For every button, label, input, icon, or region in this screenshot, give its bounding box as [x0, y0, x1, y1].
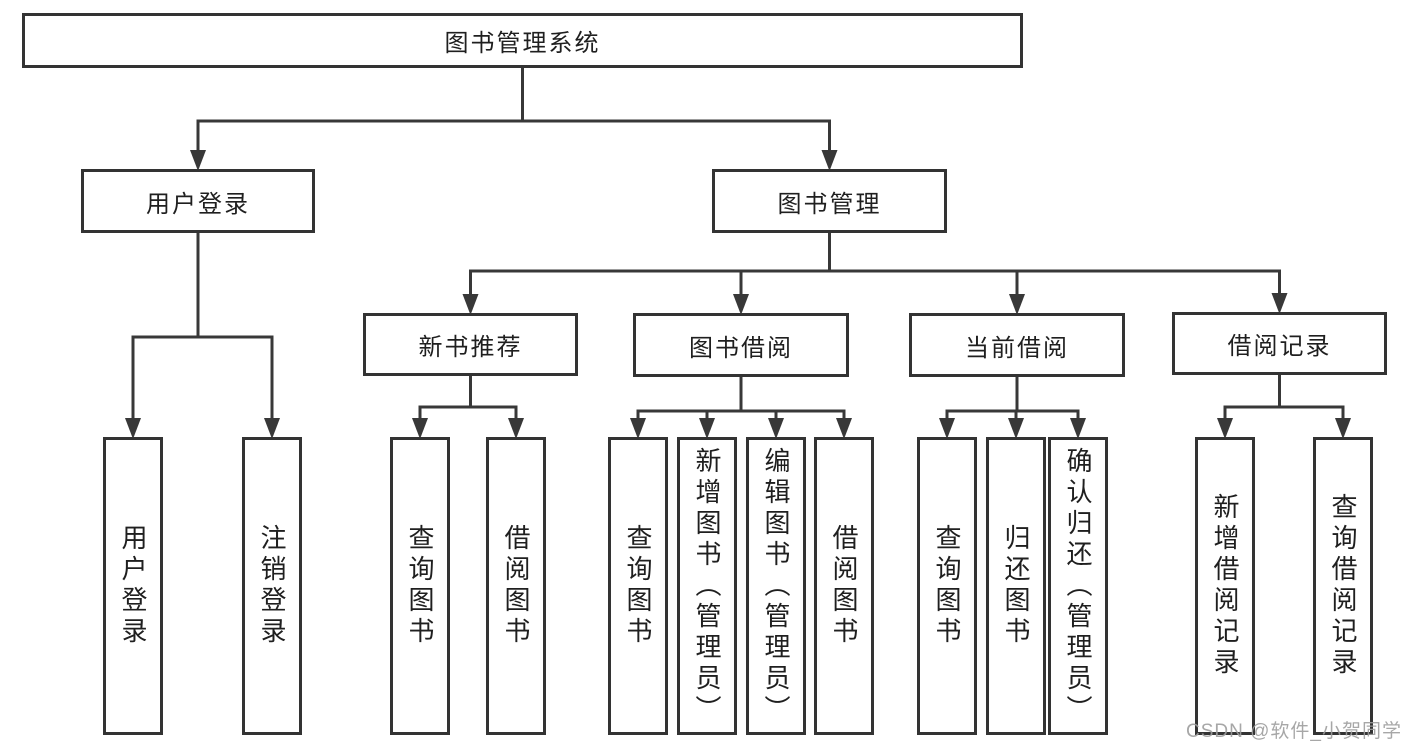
node-label: 确认归还（管理员） — [1063, 446, 1093, 726]
node-user-login: 用户登录 — [81, 169, 315, 233]
arrowhead-icon — [939, 418, 955, 439]
node-leaf-cb-return: 归还图书 — [986, 437, 1046, 735]
node-leaf-logout: 注销登录 — [242, 437, 302, 735]
node-label: 用户登录 — [118, 524, 148, 648]
watermark: CSDN @软件_小贺同学 — [1186, 721, 1402, 742]
node-label: 编辑图书（管理员） — [761, 446, 791, 726]
node-leaf-bb-borrow: 借阅图书 — [814, 437, 874, 735]
arrowhead-icon — [733, 294, 749, 315]
node-leaf-bb-add: 新增图书（管理员） — [677, 437, 737, 735]
arrowhead-icon — [1070, 418, 1086, 439]
arrowhead-icon — [1335, 418, 1351, 439]
node-label: 归还图书 — [1001, 524, 1031, 648]
node-current-borrow: 当前借阅 — [909, 313, 1125, 377]
node-leaf-br-add: 新增借阅记录 — [1195, 437, 1255, 735]
node-borrow-record: 借阅记录 — [1172, 312, 1387, 375]
node-book-borrow: 图书借阅 — [633, 313, 849, 377]
node-leaf-user-login: 用户登录 — [103, 437, 163, 735]
arrowhead-icon — [1217, 418, 1233, 439]
node-label: 图书管理系统 — [444, 30, 601, 57]
node-book-mgmt: 图书管理 — [712, 169, 947, 233]
node-label: 图书管理 — [777, 190, 882, 218]
node-leaf-bb-edit: 编辑图书（管理员） — [746, 437, 806, 735]
node-label: 查询图书 — [405, 524, 435, 648]
node-label: 查询借阅记录 — [1328, 493, 1358, 679]
node-leaf-nb-borrow: 借阅图书 — [486, 437, 546, 735]
arrowhead-icon — [412, 418, 428, 439]
node-label: 用户登录 — [146, 190, 250, 218]
arrowhead-icon — [821, 150, 838, 171]
node-label: 查询图书 — [623, 524, 653, 648]
node-new-book-rec: 新书推荐 — [363, 313, 578, 376]
arrowhead-icon — [508, 418, 524, 439]
node-label: 借阅图书 — [501, 524, 531, 648]
node-label: 借阅图书 — [829, 524, 859, 648]
arrowhead-icon — [190, 150, 206, 171]
node-label: 查询图书 — [932, 524, 962, 648]
node-label: 新书推荐 — [418, 334, 523, 361]
node-label: 新增借阅记录 — [1210, 493, 1240, 679]
node-root: 图书管理系统 — [22, 13, 1023, 68]
arrowhead-icon — [264, 418, 280, 439]
arrowhead-icon — [1009, 294, 1025, 315]
arrowhead-icon — [630, 418, 646, 439]
arrowhead-icon — [1008, 418, 1024, 439]
node-label: 当前借阅 — [965, 334, 1069, 362]
node-leaf-cb-confirm: 确认归还（管理员） — [1048, 437, 1108, 735]
node-leaf-nb-query: 查询图书 — [390, 437, 450, 735]
arrowhead-icon — [1271, 293, 1288, 314]
arrowhead-icon — [768, 418, 784, 439]
node-label: 新增图书（管理员） — [692, 446, 722, 726]
arrowhead-icon — [699, 418, 715, 439]
node-label: 借阅记录 — [1227, 333, 1332, 360]
node-leaf-cb-query: 查询图书 — [917, 437, 977, 735]
node-leaf-bb-query: 查询图书 — [608, 437, 668, 735]
node-label: 图书借阅 — [689, 334, 793, 362]
arrowhead-icon — [125, 418, 141, 439]
arrowhead-icon — [462, 294, 479, 315]
node-label: 注销登录 — [257, 524, 287, 648]
node-leaf-br-query: 查询借阅记录 — [1313, 437, 1373, 735]
arrowhead-icon — [836, 418, 852, 439]
